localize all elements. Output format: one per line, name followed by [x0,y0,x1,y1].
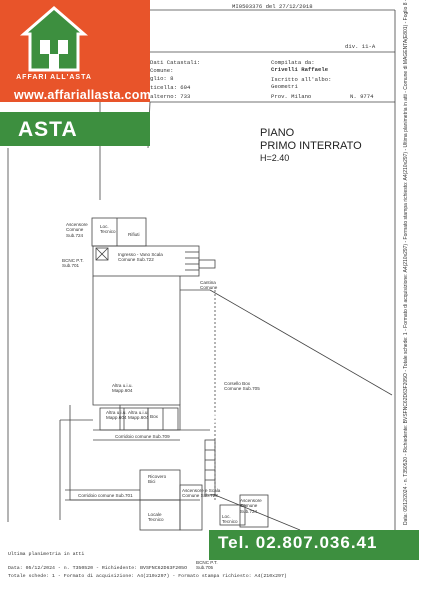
room-cantina: Cantina Comune [200,280,218,291]
brand-name: AFFARI ALL'ASTA [16,74,92,81]
subalterno-value: Subalterno: 733 [140,93,191,100]
room-altra-uiu: Altra u.i.u. Mapp.604 [112,383,133,394]
side-note: Data: 05/12/2024 - n. T350520 - Richiede… [403,0,409,525]
iscritto-value: Geometri [271,83,298,90]
compilata-label: Compilata da: [271,59,315,66]
room-box: Box [150,414,158,419]
room-ascensore: Ascensore Comune Sub.724 [66,222,88,238]
footer-note: Ultima planimetria in atti [8,552,85,557]
room-ascensore-right: Ascensore Comune Sub.724 [240,498,262,514]
protocol-number: MI0503376 del 27/12/2018 [232,3,313,10]
room-locale-tecnico: Locale Tecnico [148,512,164,523]
particella-value: Particella: 604 [140,84,191,91]
room-loc-tecnico: Loc. Tecnico [100,224,116,235]
catasto-label: Dati Catastali: [150,59,201,66]
room-rifiuti: Rifiuti [128,232,140,237]
asta-label: ASTA [18,118,78,141]
room-bcnc-bottom: BCNC P.T. Sub.705 [196,560,218,571]
room-bcnc-top: BCNC P.T. Sub.701 [62,258,84,269]
phone-number[interactable]: Tel. 02.807.036.41 [218,533,378,552]
plan-title-level: PRIMO INTERRATO [260,140,362,152]
sheet-number: div. 11-A [345,43,376,50]
province: Prov. Milano [271,93,312,100]
watermark: asta.it [186,408,236,427]
website-link[interactable]: www.affariallasta.com [14,88,152,102]
logo[interactable]: AFFARI ALL'ASTA www.affariallasta.com [0,0,152,102]
room-ricovero-bici: Ricovero Bici [148,474,167,485]
room-corridoio-701: Corridoio comune Sub.701 [78,493,133,498]
room-corridoio-709: Corridoio comune Sub.709 [115,434,170,439]
phone-banner[interactable] [209,530,419,560]
room-ingresso: Ingresso - Vano Scala Comune Sub.722 [118,252,163,263]
iscritto-label: Iscritto all'albo: [271,76,332,83]
house-icon [20,6,88,72]
foglio-value: glio: 8 [150,75,174,82]
room-ascensore-scala: Ascensore e Scala Comune Sub.723 [182,488,221,499]
asta-banner [0,112,150,146]
plan-title-floor: PIANO [260,127,295,139]
compilata-name: Crivelli Raffaele [271,66,329,73]
footer-format: Totale schede: 1 - Formato di acquisizio… [8,574,287,579]
plan-ceiling-height: H=2.40 [260,153,290,163]
room-altra-a: Altra u.i.u. Mapp.604 [106,410,127,421]
footer-request: Data: 05/12/2024 - n. T350520 - Richiede… [8,566,188,571]
comune-label: Comune: [150,67,174,74]
room-loc-tecnico-2: Loc. Tecnico [222,514,238,525]
room-altra-b: Altra u.i.u. Mapp.604 [128,410,149,421]
registration-number: N. 9774 [350,93,374,100]
room-corsello: Corsello Box Comune Sub.705 [224,381,260,392]
